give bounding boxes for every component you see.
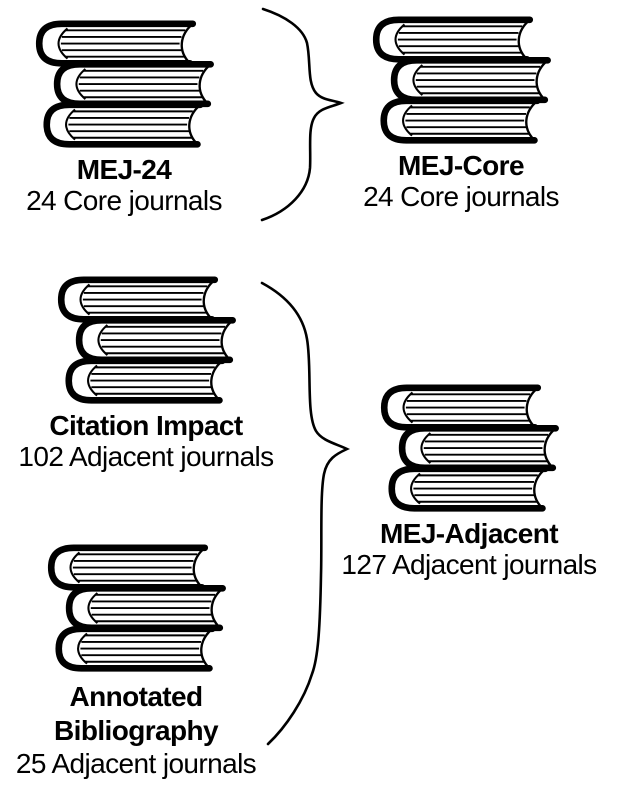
bottom-brace <box>260 281 351 746</box>
group-title-line2: Bibliography <box>54 715 219 746</box>
group-mej-adjacent: MEJ-Adjacent 127 Adjacent journals <box>319 384 619 580</box>
group-title: Annotated <box>69 681 203 712</box>
group-title: MEJ-Adjacent <box>380 518 559 549</box>
books-icon <box>51 276 241 406</box>
group-subtitle: 24 Core journals <box>26 185 222 216</box>
books-icon <box>374 384 564 514</box>
group-title: MEJ-Core <box>398 150 524 181</box>
group-subtitle: 127 Adjacent journals <box>341 549 597 580</box>
group-mej-core: MEJ-Core 24 Core journals <box>311 16 611 212</box>
group-title: MEJ-24 <box>76 154 172 185</box>
group-subtitle: 102 Adjacent journals <box>18 441 274 472</box>
group-subtitle: 24 Core journals <box>363 181 559 212</box>
group-title: Citation Impact <box>49 410 243 441</box>
group-mej-24: MEJ-24 24 Core journals <box>0 20 274 216</box>
group-subtitle: 25 Adjacent journals <box>15 748 257 779</box>
books-icon <box>366 16 556 146</box>
group-annotated-bibliography: Annotated Bibliography 25 Adjacent journ… <box>0 544 286 779</box>
group-citation-impact: Citation Impact 102 Adjacent journals <box>0 276 296 472</box>
books-icon <box>41 544 231 674</box>
books-icon <box>29 20 219 150</box>
top-brace <box>260 7 345 222</box>
